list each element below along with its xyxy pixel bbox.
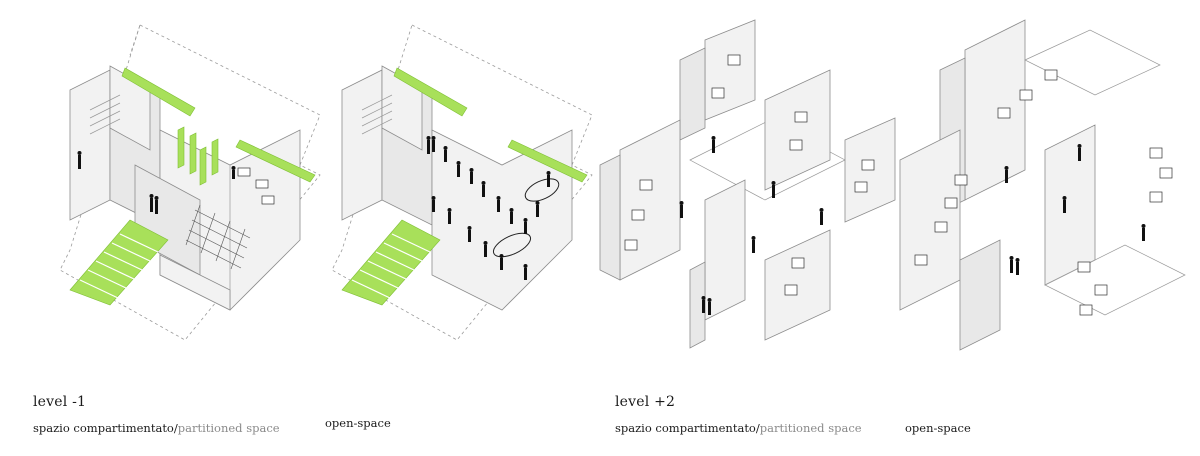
drawing-level-minus1-partitioned bbox=[59, 24, 321, 341]
caption-level-right: level +2 bbox=[615, 394, 676, 410]
caption-partitioned-right-it: spazio compartimentato/ bbox=[615, 421, 760, 435]
caption-openspace-right: open-space bbox=[905, 421, 971, 435]
caption-partitioned-right-en: partitioned space bbox=[759, 421, 862, 435]
caption-level-left: level -1 bbox=[33, 394, 87, 410]
caption-partitioned-right: spazio compartimentato/partitioned space bbox=[615, 421, 862, 435]
drawing-level-plus2-openspace bbox=[899, 19, 1186, 351]
caption-partitioned-left-it: spazio compartimentato/ bbox=[33, 421, 178, 435]
drawing-level-plus2-partitioned bbox=[599, 19, 896, 349]
axonometric-drawings bbox=[59, 19, 1186, 351]
caption-openspace-left: open-space bbox=[325, 416, 391, 430]
caption-partitioned-left-en: partitioned space bbox=[177, 421, 280, 435]
caption-partitioned-left: spazio compartimentato/partitioned space bbox=[33, 421, 280, 435]
drawing-level-minus1-openspace bbox=[331, 24, 593, 341]
